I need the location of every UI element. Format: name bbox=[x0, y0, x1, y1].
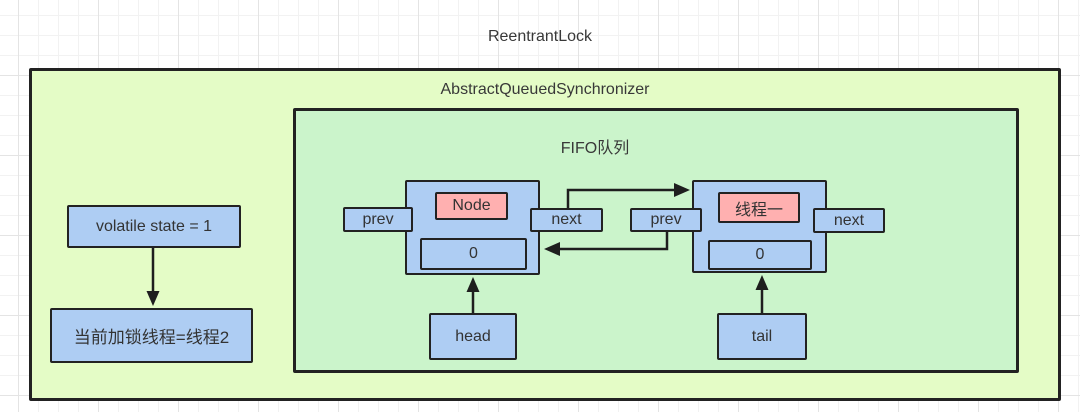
diagram-title: ReentrantLock bbox=[487, 28, 593, 45]
queue-node-1-prev-pointer: prev bbox=[343, 207, 413, 232]
fifo-queue-label: FIFO队列 bbox=[560, 140, 630, 157]
queue-node-2-title: 线程一 bbox=[718, 192, 800, 223]
queue-node-1-value: 0 bbox=[420, 238, 527, 270]
abstract-queued-synchronizer-label: AbstractQueuedSynchronizer bbox=[440, 81, 650, 98]
queue-node-2-prev-pointer: prev bbox=[630, 208, 702, 232]
tail-pointer-box: tail bbox=[717, 313, 807, 360]
queue-node-2-value: 0 bbox=[708, 240, 812, 270]
queue-node-2-next-pointer: next bbox=[813, 208, 885, 233]
queue-node-1-title: Node bbox=[435, 192, 508, 220]
head-pointer-box: head bbox=[429, 313, 517, 360]
current-lock-owner-box: 当前加锁线程=线程2 bbox=[50, 308, 253, 363]
volatile-state-box: volatile state = 1 bbox=[67, 205, 241, 248]
queue-node-1-next-pointer: next bbox=[530, 208, 603, 232]
